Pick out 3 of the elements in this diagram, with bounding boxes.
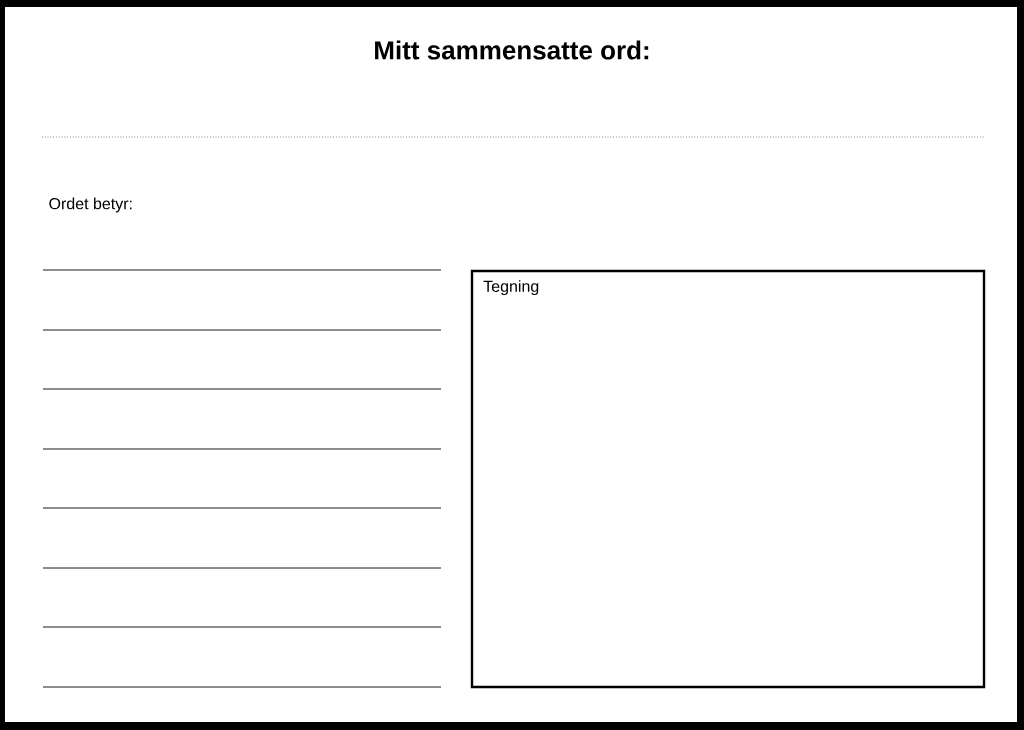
prompt-text: Ordet betyr: [49, 197, 132, 213]
title: Mitt sammensatte ord: [375, 40, 649, 60]
drawing-box: Tegning [470, 269, 986, 689]
